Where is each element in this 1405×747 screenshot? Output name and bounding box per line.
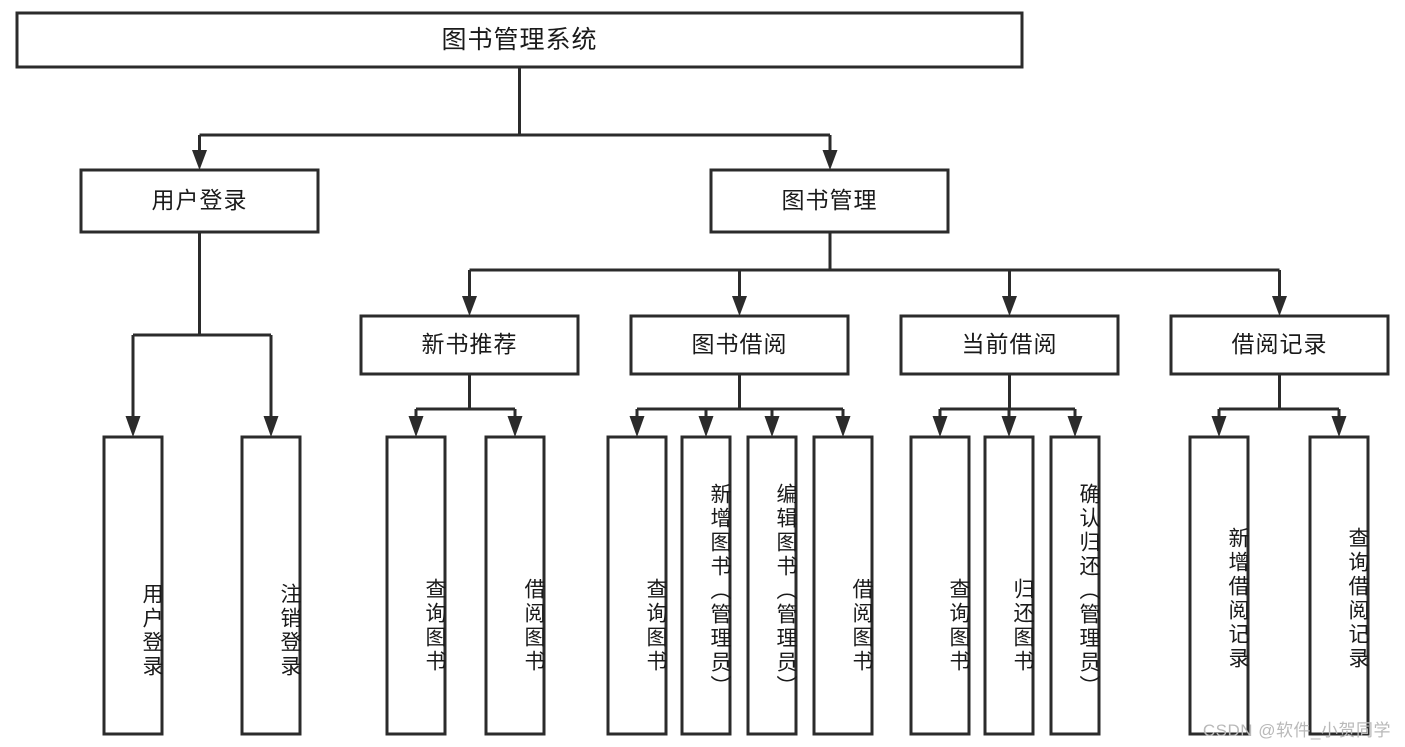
node-box-book-borrow[interactable] (629, 314, 850, 376)
connector-bookmanage-to-level3 (462, 232, 1287, 316)
node-box-leaf-borrow-book-2[interactable] (812, 435, 874, 736)
connector-borrowrecord-to-leaves (1211, 374, 1347, 437)
node-box-user-login[interactable] (79, 168, 320, 234)
node-box-leaf-query-book-3[interactable] (909, 435, 971, 736)
node-box-leaf-edit-book[interactable] (746, 435, 798, 736)
connector-userlogin-to-leaves (125, 232, 279, 437)
node-box-leaf-query-book-1[interactable] (385, 435, 447, 736)
connector-currentborrow-to-leaves (932, 374, 1083, 437)
node-box-leaf-query-record[interactable] (1308, 435, 1370, 736)
node-box-borrow-record[interactable] (1169, 314, 1390, 376)
connector-bookborrow-to-leaves (629, 374, 851, 437)
node-box-root[interactable] (15, 11, 1024, 69)
connector-newbook-to-leaves (408, 374, 523, 437)
node-box-new-book-rec[interactable] (359, 314, 580, 376)
node-box-current-borrow[interactable] (899, 314, 1120, 376)
node-box-leaf-return-book[interactable] (983, 435, 1035, 736)
node-box-leaf-borrow-book-1[interactable] (484, 435, 546, 736)
node-box-leaf-logout[interactable] (240, 435, 302, 736)
node-box-leaf-add-record[interactable] (1188, 435, 1250, 736)
node-box-leaf-confirm-return[interactable] (1049, 435, 1101, 736)
connector-root-to-level2 (192, 67, 838, 170)
node-box-leaf-user-login[interactable] (102, 435, 164, 736)
node-box-leaf-query-book-2[interactable] (606, 435, 668, 736)
node-box-leaf-add-book[interactable] (680, 435, 732, 736)
node-box-book-manage[interactable] (709, 168, 950, 234)
